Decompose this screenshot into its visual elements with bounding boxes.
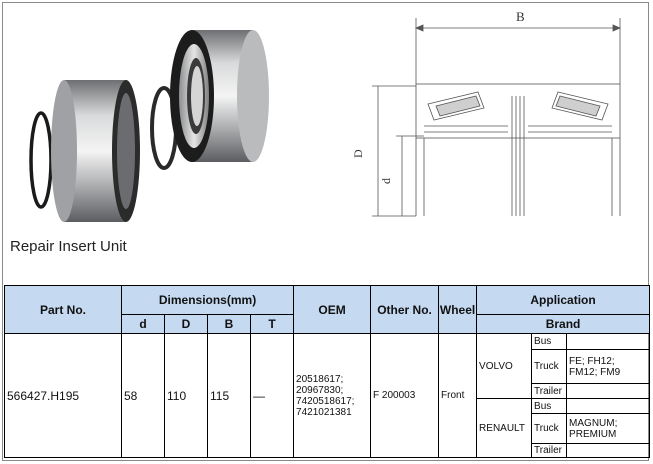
cell-models-empty (566, 383, 651, 399)
cell-brand-volvo: VOLVO (476, 333, 533, 399)
cell-models-volvo-truck: FE; FH12; FM12; FM9 (566, 349, 651, 384)
bearing-unit-right (170, 30, 269, 162)
model-line: FM12; FM9 (569, 366, 621, 378)
cell-oem: 20518617; 20967830; 7420518617; 74210213… (293, 333, 372, 458)
header-application: Application (476, 285, 651, 315)
header-other-no: Other No. (370, 285, 440, 334)
cell-type-truck: Truck (531, 413, 568, 444)
model-line: PREMIUM (569, 428, 617, 440)
spec-table: Part No. Dimensions(mm) OEM Other No. Wh… (4, 285, 651, 458)
header-brand: Brand (476, 314, 651, 334)
oem-number: 20518617; (296, 373, 344, 385)
cell-type-trailer: Trailer (531, 443, 568, 458)
oem-number: 20967830; (296, 384, 344, 396)
snap-ring-left (29, 111, 53, 209)
cell-type-bus: Bus (531, 398, 568, 414)
header-oem: OEM (293, 285, 372, 334)
technical-drawing: B D d (351, 9, 622, 217)
header-dimensions: Dimensions(mm) (120, 285, 295, 315)
cell-type-bus: Bus (531, 333, 568, 350)
cell-type-truck: Truck (531, 349, 568, 384)
cell-d-outer: 110 (164, 333, 208, 458)
cell-other-no: F 200003 (370, 333, 440, 458)
oem-number: 7421021381 (296, 406, 352, 418)
cell-part-no: 566427.H195 (4, 333, 122, 458)
header-d-inner: d (121, 314, 165, 334)
model-line: MAGNUM; (569, 417, 618, 429)
cell-t: — (249, 333, 295, 458)
cell-b: 115 (207, 333, 251, 458)
cell-d-inner: 58 (121, 333, 165, 458)
cell-wheel: Front (438, 333, 478, 458)
dimension-d-inner-label: d (379, 178, 393, 184)
header-t: T (249, 314, 295, 334)
cell-type-trailer: Trailer (531, 383, 568, 399)
cell-brand-renault: RENAULT (476, 398, 533, 458)
header-wheel: Wheel (438, 285, 478, 334)
dimension-d-outer-label: D (351, 149, 365, 158)
cell-models-renault-truck: MAGNUM; PREMIUM (566, 413, 651, 444)
model-line: FE; FH12; (569, 355, 615, 367)
product-photo (29, 30, 269, 222)
oem-number: 7420518617; (296, 395, 355, 407)
bearing-cup-left (51, 80, 140, 222)
header-d-outer: D (164, 314, 208, 334)
cell-models-empty (566, 398, 651, 414)
product-caption: Repair Insert Unit (10, 238, 127, 255)
dimension-b-label: B (516, 9, 525, 24)
header-part-no: Part No. (4, 285, 122, 334)
cell-models-empty (566, 443, 651, 458)
header-b: B (207, 314, 251, 334)
cell-models-empty (566, 333, 651, 350)
